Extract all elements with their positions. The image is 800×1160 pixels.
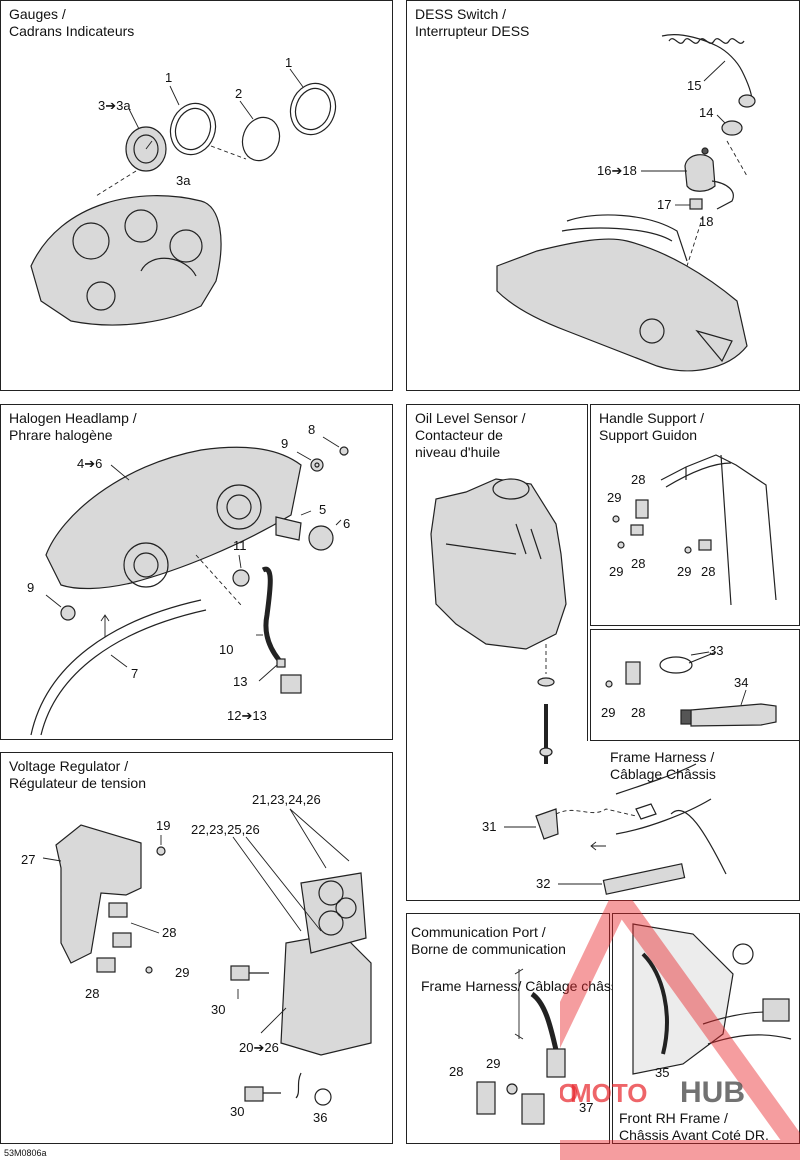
panel-title: Oil Level Sensor / Contacteur de niveau … — [415, 410, 526, 460]
callout-29-comm: 29 — [486, 1056, 501, 1071]
handle-support-illustration — [612, 454, 777, 606]
callout-28-b: 28 — [631, 556, 646, 571]
handle-support-panel: Handle Support / Support Guidon 28 29 28… — [590, 404, 800, 626]
callout-9-top: 9 — [281, 436, 289, 451]
panel-title: Handle Support / Support Guidon — [599, 410, 705, 443]
communication-port-illustration — [476, 968, 566, 1125]
panel-title: DESS Switch / Interrupteur DESS — [415, 6, 530, 39]
callout-29-kit: 29 — [601, 705, 616, 720]
callout-8: 8 — [308, 422, 316, 437]
panel-title: Gauges / Cadrans Indicateurs — [9, 6, 135, 39]
headlamp-panel: Halogen Headlamp / Phrare halogène 9 8 — [0, 404, 393, 740]
callout-28-kit: 28 — [631, 705, 646, 720]
oil-sensor-panel: Oil Level Sensor / Contacteur de niveau … — [406, 404, 588, 901]
callout-11: 11 — [233, 538, 247, 553]
dess-illustration — [496, 34, 756, 372]
front-rh-frame-panel: 35 Front RH Frame / Châssis Avant Coté D… — [612, 913, 800, 1144]
callout-29-reg: 29 — [175, 965, 190, 980]
callout-3a: 3a — [176, 173, 191, 188]
communication-port-panel: Communication Port / Borne de communicat… — [406, 913, 628, 1144]
svg-text:AUTO: AUTO — [560, 1078, 578, 1108]
panel-title: Communication Port / Borne de communicat… — [411, 924, 566, 957]
callout-32: 32 — [536, 876, 551, 891]
dess-panel: DESS Switch / Interrupteur DESS 15 14 16… — [406, 0, 800, 391]
callout-28-reg-a: 28 — [162, 925, 177, 940]
automotohub-watermark-logo: AUTO MOTO HUB — [560, 900, 800, 1160]
callout-30-lower: 30 — [230, 1104, 245, 1119]
callout-19: 19 — [156, 818, 171, 833]
callout-12-13: 12➔13 — [227, 708, 267, 723]
frame-harness-label: Frame Harness/ Câblage châssis — [421, 978, 628, 994]
headlamp-illustration — [30, 436, 349, 736]
callout-31: 31 — [482, 819, 497, 834]
callout-20-26: 20➔26 — [239, 1040, 279, 1055]
callout-30-upper: 30 — [211, 1002, 226, 1017]
front-rh-frame-illustration — [632, 923, 792, 1075]
callout-27: 27 — [21, 852, 36, 867]
callout-22-23-25-26: 22,23,25,26 — [191, 822, 260, 837]
voltage-regulator-panel: Voltage Regulator / Régulateur de tensio… — [0, 752, 393, 1144]
callout-29-c: 29 — [677, 564, 692, 579]
callout-7: 7 — [131, 666, 139, 681]
callout-35: 35 — [655, 1065, 670, 1080]
callout-16-18: 16➔18 — [597, 163, 637, 178]
callout-21-23-24-26: 21,23,24,26 — [252, 792, 321, 807]
callout-36: 36 — [313, 1110, 328, 1125]
gauges-panel: Gauges / Cadrans Indicateurs 1 1 2 3➔3a … — [0, 0, 393, 391]
frame-harness-panel: Frame Harness / Câblage Châssis — [584, 741, 800, 901]
svg-text:HUB: HUB — [680, 1076, 745, 1109]
callout-28-reg-b: 28 — [85, 986, 100, 1001]
callout-29-b: 29 — [609, 564, 624, 579]
callout-15: 15 — [687, 78, 702, 93]
callout-4-6: 4➔6 — [77, 456, 103, 471]
callout-28-comm: 28 — [449, 1064, 464, 1079]
callout-28-c: 28 — [701, 564, 716, 579]
callout-29-a: 29 — [607, 490, 622, 505]
callout-13: 13 — [233, 674, 248, 689]
callout-1-left: 1 — [165, 70, 173, 85]
gauges-illustration — [30, 68, 337, 326]
voltage-regulator-illustration — [42, 808, 372, 1106]
callout-1-right: 1 — [285, 55, 293, 70]
callout-33: 33 — [709, 643, 724, 658]
kit-illustration — [605, 651, 777, 727]
oil-sensor-illustration — [430, 478, 727, 895]
panel-title: Halogen Headlamp / Phrare halogène — [9, 410, 137, 443]
callout-37: 37 — [579, 1100, 594, 1115]
callout-28-a: 28 — [631, 472, 646, 487]
panel-title: Frame Harness / Câblage Châssis — [610, 749, 716, 782]
panel-title: Voltage Regulator / Régulateur de tensio… — [9, 758, 146, 791]
callout-18: 18 — [699, 214, 714, 229]
callout-5: 5 — [319, 502, 327, 517]
callout-2: 2 — [235, 86, 243, 101]
svg-text:MOTO: MOTO — [570, 1078, 648, 1108]
callout-34: 34 — [734, 675, 749, 690]
callout-9-left: 9 — [27, 580, 35, 595]
callout-10: 10 — [219, 642, 234, 657]
panel-title: Front RH Frame / Châssis Avant Coté DR. — [619, 1110, 769, 1143]
figure-code: 53M0806a — [4, 1148, 47, 1158]
callout-6: 6 — [343, 516, 351, 531]
callout-14: 14 — [699, 105, 714, 120]
callout-3-3a: 3➔3a — [98, 98, 131, 113]
callout-17: 17 — [657, 197, 672, 212]
kit-panel: 33 34 29 28 — [590, 629, 800, 741]
